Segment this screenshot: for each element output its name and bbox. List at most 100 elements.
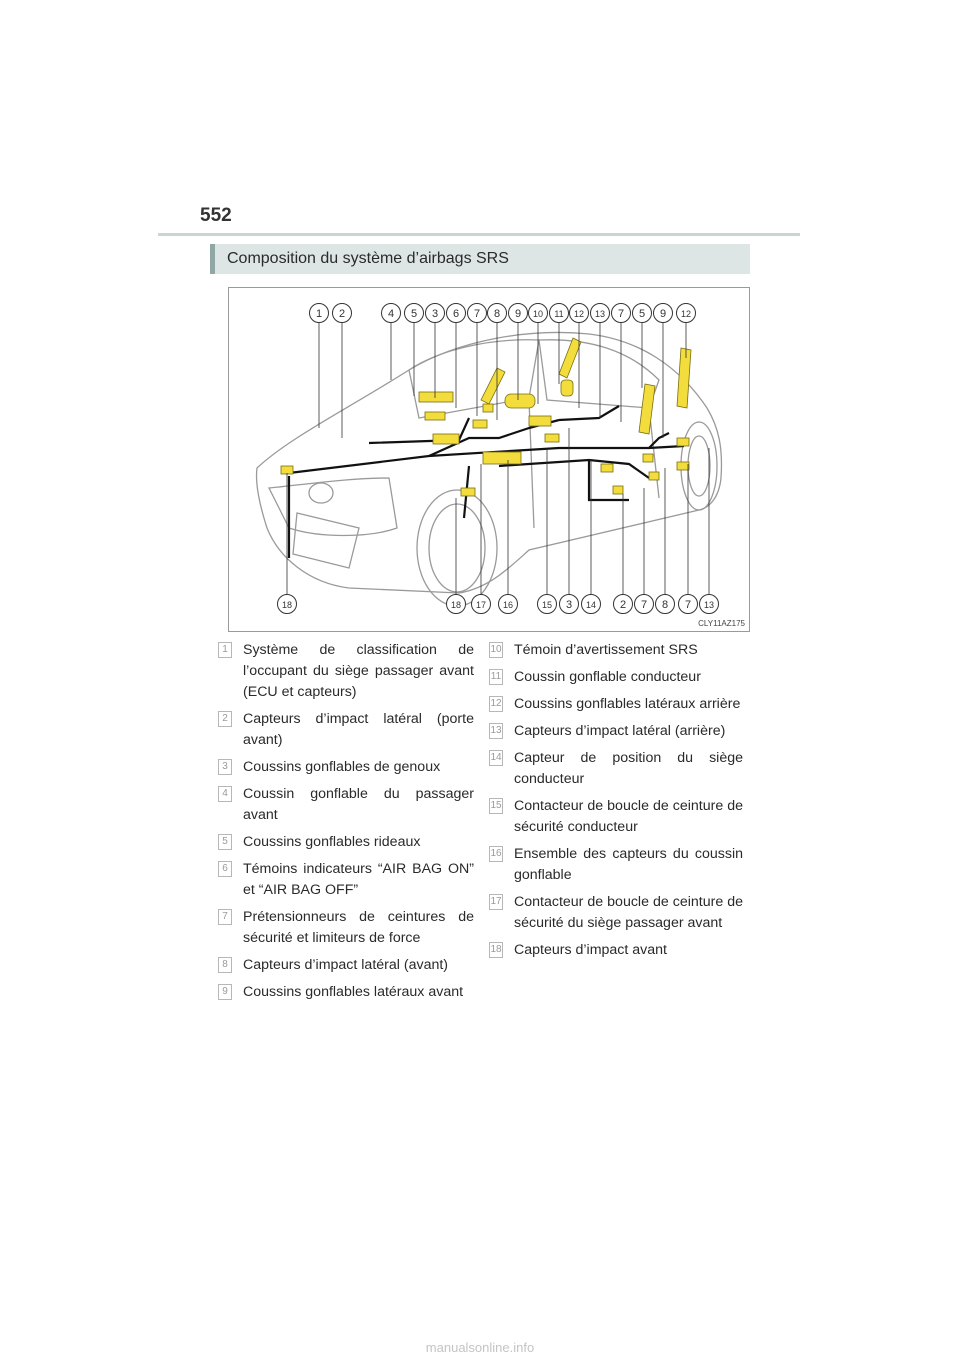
callout-5: 5 bbox=[632, 303, 652, 323]
legend-number: 18 bbox=[489, 942, 503, 958]
callout-label: 13 bbox=[704, 600, 714, 610]
callout-label: 2 bbox=[339, 308, 345, 320]
legend-item: 15 Contacteur de boucle de ceinture de sé… bbox=[489, 796, 743, 838]
legend-text: Capteur de position du siège conducteur bbox=[514, 750, 743, 787]
callout-13: 13 bbox=[590, 303, 610, 323]
callout-11: 11 bbox=[549, 303, 569, 323]
callout-leaders bbox=[286, 323, 710, 594]
callout-label: 4 bbox=[388, 308, 394, 320]
callout-14: 14 bbox=[581, 594, 601, 614]
callout-label: 12 bbox=[574, 309, 584, 319]
callout-label: 18 bbox=[282, 600, 292, 610]
callout-12: 12 bbox=[676, 303, 696, 323]
callout-6: 6 bbox=[446, 303, 466, 323]
legend-item: 5 Coussins gonflables rideaux bbox=[218, 832, 474, 853]
legend-number: 16 bbox=[489, 846, 503, 862]
callout-15: 15 bbox=[537, 594, 557, 614]
legend-number: 4 bbox=[218, 786, 232, 802]
callout-12: 12 bbox=[569, 303, 589, 323]
legend-text: Coussin gonflable du passager avant bbox=[243, 786, 474, 823]
legend-number: 13 bbox=[489, 723, 503, 739]
callout-3: 3 bbox=[425, 303, 445, 323]
footer-watermark: manualsonline.info bbox=[425, 1340, 535, 1355]
legend-item: 7 Prétensionneurs de ceintures de sécurit… bbox=[218, 907, 474, 949]
callout-2: 2 bbox=[332, 303, 352, 323]
legend-number: 12 bbox=[489, 696, 503, 712]
legend-number: 5 bbox=[218, 834, 232, 850]
legend-item: 2 Capteurs d’impact latéral (porte avant) bbox=[218, 709, 474, 751]
legend-item: 8 Capteurs d’impact latéral (avant) bbox=[218, 955, 474, 976]
callout-label: 1 bbox=[316, 308, 322, 320]
legend-item: 9 Coussins gonflables latéraux avant bbox=[218, 982, 474, 1003]
legend-number: 1 bbox=[218, 642, 232, 658]
callout-label: 16 bbox=[503, 600, 513, 610]
legend-text: Coussins gonflables latéraux avant bbox=[243, 984, 464, 1000]
callout-9: 9 bbox=[653, 303, 673, 323]
callout-label: 12 bbox=[681, 309, 691, 319]
callout-10: 10 bbox=[528, 303, 548, 323]
legend-text: Ensemble des capteurs du coussin gonflab… bbox=[514, 846, 743, 883]
legend-number: 17 bbox=[489, 894, 503, 910]
legend-item: 14 Capteur de position du siège conducteu… bbox=[489, 748, 743, 790]
callout-label: 7 bbox=[685, 599, 691, 611]
legend-text: Contacteur de boucle de ceinture de sécu… bbox=[514, 798, 743, 835]
legend-text: Capteurs d’impact latéral (porte avant) bbox=[243, 711, 474, 748]
callout-label: 8 bbox=[494, 308, 500, 320]
callout-label: 5 bbox=[639, 308, 645, 320]
figure-code: CLY11AZ175 bbox=[698, 619, 745, 628]
page-number: 552 bbox=[200, 205, 232, 226]
callout-8: 8 bbox=[655, 594, 675, 614]
callout-label: 3 bbox=[432, 308, 438, 320]
legend-item: 18 Capteurs d’impact avant bbox=[489, 940, 743, 961]
callout-label: 15 bbox=[542, 600, 552, 610]
legend-text: Capteurs d’impact latéral (arrière) bbox=[514, 723, 726, 739]
legend-number: 9 bbox=[218, 984, 232, 1000]
legend-number: 11 bbox=[489, 669, 503, 685]
legend-text: Coussins gonflables latéraux arrière bbox=[514, 696, 741, 712]
legend-text: Coussin gonflable conducteur bbox=[514, 669, 701, 685]
legend-text: Coussins gonflables rideaux bbox=[243, 834, 421, 850]
legend-number: 15 bbox=[489, 798, 503, 814]
callout-label: 18 bbox=[451, 600, 461, 610]
callout-18: 18 bbox=[446, 594, 466, 614]
callout-7: 7 bbox=[634, 594, 654, 614]
callout-label: 7 bbox=[641, 599, 647, 611]
callout-1: 1 bbox=[309, 303, 329, 323]
callout-label: 11 bbox=[554, 309, 563, 319]
callout-label: 14 bbox=[586, 600, 596, 610]
legend-number: 14 bbox=[489, 750, 503, 766]
legend-number: 2 bbox=[218, 711, 232, 727]
callout-2: 2 bbox=[613, 594, 633, 614]
callout-label: 13 bbox=[595, 309, 605, 319]
callout-label: 2 bbox=[620, 599, 626, 611]
callout-7: 7 bbox=[611, 303, 631, 323]
legend-item: 12 Coussins gonflables latéraux arrière bbox=[489, 694, 743, 715]
callout-7: 7 bbox=[467, 303, 487, 323]
legend-text: Capteurs d’impact avant bbox=[514, 942, 667, 958]
airbag-components bbox=[280, 337, 692, 497]
callout-label: 3 bbox=[566, 599, 572, 611]
legend-item: 16 Ensemble des capteurs du coussin gonfl… bbox=[489, 844, 743, 886]
callout-7: 7 bbox=[678, 594, 698, 614]
callout-17: 17 bbox=[471, 594, 491, 614]
callout-9: 9 bbox=[508, 303, 528, 323]
legend-number: 8 bbox=[218, 957, 232, 973]
legend-text: Capteurs d’impact latéral (avant) bbox=[243, 957, 449, 973]
callout-label: 5 bbox=[411, 308, 417, 320]
legend-number: 7 bbox=[218, 909, 232, 925]
legend-text: Prétensionneurs de ceintures de sécurité… bbox=[243, 909, 474, 946]
legend-number: 10 bbox=[489, 642, 503, 658]
callout-label: 10 bbox=[533, 309, 543, 319]
callout-18: 18 bbox=[277, 594, 297, 614]
callout-5: 5 bbox=[404, 303, 424, 323]
legend-item: 11 Coussin gonflable conducteur bbox=[489, 667, 743, 688]
